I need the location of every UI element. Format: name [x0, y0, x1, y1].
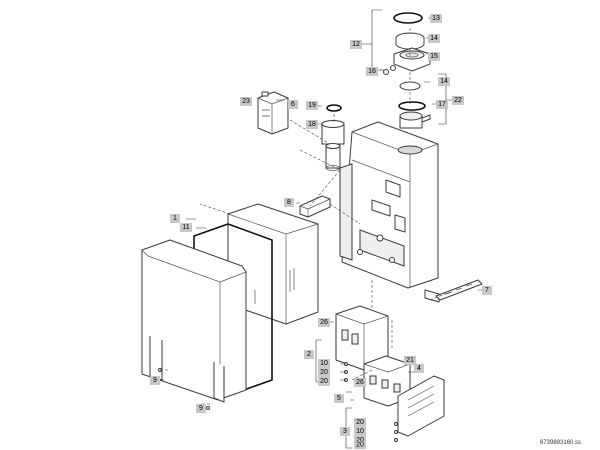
svg-text:19: 19: [308, 102, 316, 109]
bracket-22: [438, 73, 452, 125]
callout-16: 16: [366, 67, 378, 76]
callout-20-a: 20: [318, 368, 330, 377]
svg-text:9: 9: [153, 377, 157, 384]
callout-22: 22: [452, 96, 464, 105]
svg-text:16: 16: [368, 68, 376, 75]
callout-21: 21: [404, 356, 416, 365]
callout-8: 8: [284, 198, 294, 207]
svg-text:22: 22: [454, 97, 462, 104]
callout-20-c: 20: [354, 418, 366, 427]
flue-outlet-lower: [398, 81, 431, 129]
svg-text:10: 10: [320, 360, 328, 367]
inner-casing-cover: [227, 203, 319, 325]
callout-14-lower: 14: [438, 77, 450, 86]
callout-10: 10: [318, 359, 330, 368]
callout-7: 7: [482, 286, 492, 295]
callout-11: 11: [180, 223, 192, 232]
callout-19: 19: [306, 101, 318, 110]
svg-text:20: 20: [356, 442, 364, 449]
svg-text:11: 11: [182, 224, 189, 231]
svg-text:14: 14: [440, 78, 448, 85]
callout-3: 3: [340, 427, 350, 436]
svg-text:8: 8: [287, 199, 291, 206]
svg-text:6: 6: [291, 101, 295, 108]
callout-12: 12: [350, 40, 362, 49]
svg-text:20: 20: [320, 369, 328, 376]
callout-18: 18: [306, 120, 318, 129]
svg-text:15: 15: [430, 53, 438, 60]
bracket-12: [362, 9, 382, 71]
callout-4: 4: [414, 364, 424, 373]
svg-text:2: 2: [307, 351, 311, 358]
drawing-reference-number: 6739893160.ss: [540, 440, 581, 446]
svg-text:9: 9: [199, 405, 203, 412]
svg-text:18: 18: [308, 121, 316, 128]
svg-text:13: 13: [432, 15, 440, 22]
callout-20-e: 20: [354, 441, 366, 449]
svg-text:20: 20: [320, 378, 328, 385]
svg-text:26: 26: [320, 319, 328, 326]
svg-text:14: 14: [430, 35, 438, 42]
svg-text:20: 20: [356, 437, 364, 444]
hinge-bracket: [299, 195, 331, 218]
bottom-mounting-bracket: [435, 279, 483, 301]
svg-text:3: 3: [343, 428, 347, 435]
callout-20-d: 20: [354, 436, 366, 445]
callout-5: 5: [334, 394, 344, 403]
callout-13: 13: [430, 14, 442, 23]
svg-text:1: 1: [173, 215, 177, 222]
callout-10-b: 10: [354, 427, 366, 436]
test-point-caps: [383, 65, 396, 75]
svg-text:7: 7: [485, 287, 489, 294]
flue-pipe: [321, 104, 345, 171]
callout-20-b: 20: [318, 377, 330, 386]
callout-23: 23: [240, 97, 252, 106]
svg-text:5: 5: [337, 395, 341, 402]
svg-text:20: 20: [356, 419, 364, 426]
svg-text:10: 10: [356, 428, 364, 435]
svg-text:23: 23: [242, 98, 250, 105]
callout-26-b: 26: [354, 378, 366, 387]
alignment-lines: [160, 28, 451, 405]
flue-adapter: [393, 47, 431, 72]
svg-text:26: 26: [356, 379, 364, 386]
front-casing-panel: [141, 239, 256, 403]
callout-14: 14: [428, 34, 440, 43]
callout-9-a: 9: [150, 376, 160, 385]
callout-9-b: 9: [196, 404, 206, 413]
boiler-chamber-housing: [339, 121, 440, 303]
callout-26: 26: [318, 318, 330, 327]
flue-connector-ring: [395, 32, 425, 50]
svg-text:4: 4: [417, 365, 421, 372]
svg-text:21: 21: [406, 357, 414, 364]
svg-text:17: 17: [438, 101, 446, 108]
control-module: [257, 91, 289, 135]
callout-17: 17: [436, 100, 448, 109]
flue-gasket-ring: [393, 12, 423, 24]
callout-1: 1: [170, 214, 180, 223]
callout-6: 6: [288, 100, 298, 109]
callout-2: 2: [304, 350, 314, 359]
callout-15: 15: [428, 52, 440, 61]
svg-text:12: 12: [352, 41, 360, 48]
